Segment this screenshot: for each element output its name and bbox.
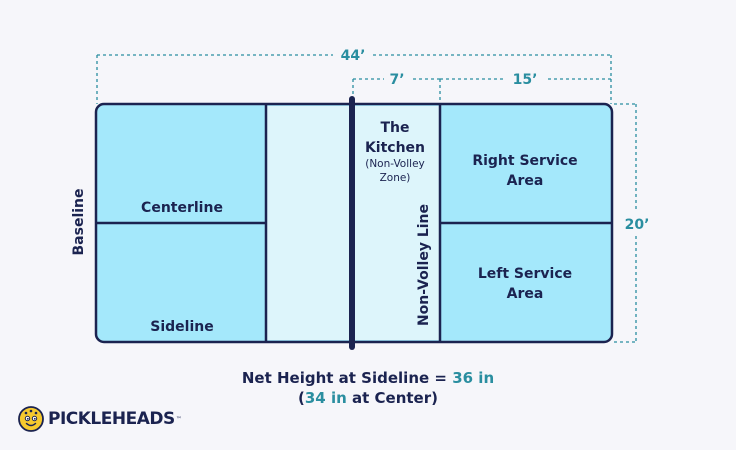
brand-name: PICKLEHEADS <box>48 409 175 429</box>
kitchen-title-line1: The <box>380 120 409 136</box>
net-height-caption: Net Height at Sideline = 36 in <box>0 369 736 387</box>
non-volley-line-label: Non-Volley Line <box>416 204 432 326</box>
length-label: 44’ <box>341 48 366 64</box>
baseline-label: Baseline <box>71 188 87 255</box>
service-depth-label: 15’ <box>513 72 538 88</box>
kitchen-subtitle-line2: Zone) <box>380 172 411 184</box>
brand-trademark: ™ <box>175 415 182 423</box>
sideline-label: Sideline <box>150 319 213 335</box>
center-height-caption: (34 in at Center) <box>0 389 736 407</box>
width-label: 20’ <box>625 217 650 233</box>
left-service-area-line2: Area <box>507 286 544 302</box>
sideline-height-value: 36 in <box>452 369 495 387</box>
caption-prefix: Net Height at Sideline = <box>241 369 453 387</box>
left-kitchen-zone <box>266 106 352 340</box>
left-service-area-line1: Left Service <box>478 266 572 282</box>
court <box>94 96 614 350</box>
right-kitchen-zone <box>353 106 440 340</box>
kitchen-subtitle-line1: (Non-Volley <box>365 158 425 170</box>
center-height-value: 34 in <box>304 389 347 407</box>
centerline-label: Centerline <box>141 200 223 216</box>
net <box>349 96 355 350</box>
right-service-area-line1: Right Service <box>472 153 577 169</box>
pickleball-face-icon <box>18 406 44 432</box>
caption-suffix: at Center) <box>346 389 438 407</box>
right-service-area-line2: Area <box>507 173 544 189</box>
caption-open-paren: ( <box>298 389 305 407</box>
kitchen-title-line2: Kitchen <box>365 140 425 156</box>
kitchen-depth-label: 7’ <box>389 72 404 88</box>
